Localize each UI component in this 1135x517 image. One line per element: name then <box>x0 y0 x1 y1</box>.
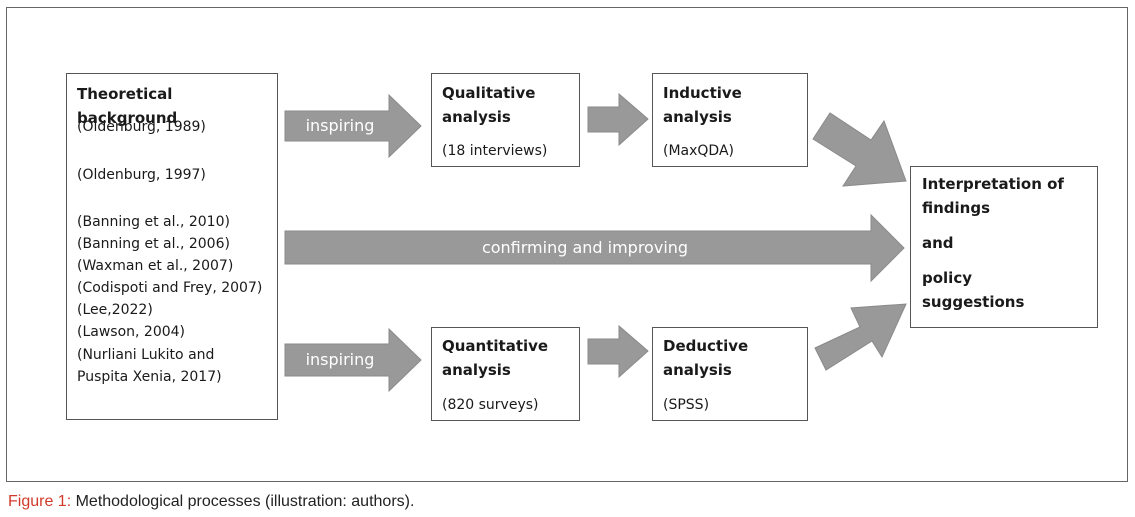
ref-item: (Oldenburg, 1989) <box>77 119 206 135</box>
arrow-inspiring-bottom <box>284 327 422 393</box>
caption-label: Figure 1: <box>8 493 72 510</box>
ref-item: (Banning et al., 2010) <box>77 214 230 230</box>
figure-caption: Figure 1: Methodological processes (illu… <box>8 491 414 513</box>
arrow-label-confirming: confirming and improving <box>481 238 689 257</box>
ref-item: (Lawson, 2004) <box>77 324 186 340</box>
deductive-title-2: analysis <box>663 361 732 379</box>
arrow-inspiring-top <box>284 93 422 159</box>
deductive-sub: (SPSS) <box>663 397 710 413</box>
qualitative-sub: (18 interviews) <box>442 143 548 159</box>
ref-item: (Lee,2022) <box>77 302 153 318</box>
ref-item: (Codispoti and Frey, 2007) <box>77 280 263 296</box>
arrow-quant-to-deductive <box>587 324 649 379</box>
quantitative-sub: (820 surveys) <box>442 397 539 413</box>
interpretation-line-4: policy <box>922 269 972 287</box>
arrow-deductive-to-interpretation <box>814 303 907 371</box>
deductive-title-1: Deductive <box>663 337 749 355</box>
arrow-label-inspiring-bottom: inspiring <box>305 350 375 369</box>
arrow-qual-to-inductive <box>587 92 649 147</box>
quantitative-title-1: Quantitative <box>442 337 549 355</box>
qualitative-analysis-box: Qualitative analysis (18 interviews) <box>431 73 580 167</box>
interpretation-box: Interpretation of findings and policy su… <box>910 166 1098 328</box>
interpretation-line-5: suggestions <box>922 293 1025 311</box>
interpretation-line-1: Interpretation of <box>922 175 1064 193</box>
quantitative-analysis-box: Quantitative analysis (820 surveys) <box>431 327 580 421</box>
inductive-title-2: analysis <box>663 108 732 126</box>
ref-item: Puspita Xenia, 2017) <box>77 369 222 385</box>
interpretation-line-2: findings <box>922 199 991 217</box>
ref-item: (Banning et al., 2006) <box>77 236 230 252</box>
ref-item: (Oldenburg, 1997) <box>77 167 206 183</box>
quantitative-title-2: analysis <box>442 361 511 379</box>
qualitative-title-2: analysis <box>442 108 511 126</box>
figure-frame <box>6 7 1128 482</box>
arrow-confirming <box>284 213 905 283</box>
inductive-title-1: Inductive <box>663 84 742 102</box>
ref-item: (Waxman et al., 2007) <box>77 258 234 274</box>
arrow-label-inspiring-top: inspiring <box>305 116 375 135</box>
arrow-inductive-to-interpretation <box>812 112 907 187</box>
deductive-analysis-box: Deductive analysis (SPSS) <box>652 327 808 421</box>
ref-item: (Nurliani Lukito and <box>77 347 215 363</box>
caption-text: Methodological processes (illustration: … <box>71 493 415 510</box>
interpretation-line-3: and <box>922 234 954 252</box>
qualitative-title-1: Qualitative <box>442 84 536 102</box>
theory-box: Theoretical background (Oldenburg, 1989)… <box>66 73 278 420</box>
inductive-sub: (MaxQDA) <box>663 143 734 159</box>
inductive-analysis-box: Inductive analysis (MaxQDA) <box>652 73 808 167</box>
theory-title: Theoretical background <box>77 85 178 127</box>
